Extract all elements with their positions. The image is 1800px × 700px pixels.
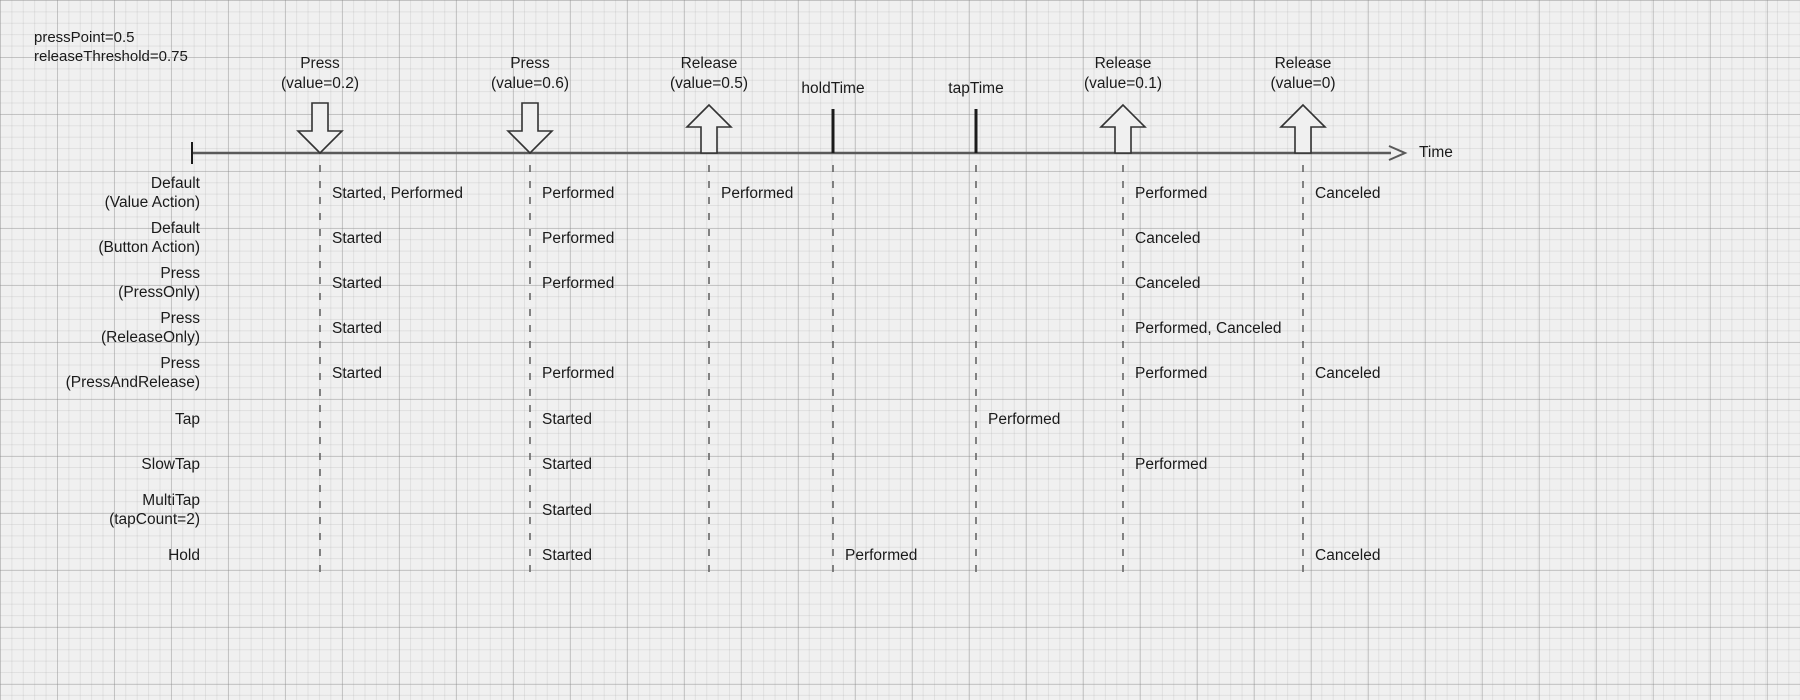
row-sublabel-7: (tapCount=2) [109,511,200,528]
event-value-release-2: (value=0.1) [1084,75,1162,92]
phase-press-2-row-6: Started [542,456,592,473]
row-label-7: MultiTap [142,492,200,509]
row-label-3: Press [160,310,200,327]
phase-press-1-row-0: Started, Performed [332,185,463,202]
phase-press-2-row-8: Started [542,547,592,564]
press-arrow-2 [506,102,554,155]
row-sublabel-2: (PressOnly) [118,284,200,301]
event-value-release-1: (value=0.5) [670,75,748,92]
event-label-press-2: Press [510,55,550,72]
phase-tap-time-row-5: Performed [988,411,1061,428]
row-label-5: Tap [175,411,200,428]
phase-hold-time-row-8: Performed [845,547,918,564]
event-label-hold-time: holdTime [801,80,865,97]
phase-release-2-row-0: Performed [1135,185,1208,202]
release-arrow-7 [1279,103,1327,154]
phase-release-3-row-8: Canceled [1315,547,1381,564]
event-label-release-1: Release [680,55,738,72]
row-label-6: SlowTap [141,456,200,473]
phase-press-2-row-0: Performed [542,185,615,202]
release-threshold-note: releaseThreshold=0.75 [34,48,188,65]
phase-press-2-row-5: Started [542,411,592,428]
row-label-8: Hold [168,547,200,564]
event-value-press-2: (value=0.6) [491,75,569,92]
phase-release-1-row-0: Performed [721,185,794,202]
phase-press-2-row-2: Performed [542,275,615,292]
phase-press-2-row-4: Performed [542,365,615,382]
event-value-release-3: (value=0) [1270,75,1336,92]
phase-release-2-row-4: Performed [1135,365,1208,382]
row-label-1: Default [150,220,200,237]
row-label-0: Default [150,175,200,192]
press-arrow-1 [296,102,344,155]
release-arrow-6 [1099,103,1147,154]
event-label-tap-time: tapTime [948,80,1004,97]
phase-press-1-row-1: Started [332,230,382,247]
phase-release-3-row-0: Canceled [1315,185,1381,202]
phase-release-3-row-4: Canceled [1315,365,1381,382]
event-label-press-1: Press [300,55,340,72]
phase-press-1-row-4: Started [332,365,382,382]
phase-release-2-row-2: Canceled [1135,275,1201,292]
time-axis-arrowhead [1388,145,1408,161]
event-label-release-2: Release [1094,55,1152,72]
phase-release-2-row-1: Canceled [1135,230,1201,247]
time-axis-label: Time [1419,144,1453,161]
press-point-note: pressPoint=0.5 [34,29,135,46]
release-arrow-3 [685,103,733,154]
row-sublabel-1: (Button Action) [98,239,200,256]
phase-release-2-row-3: Performed, Canceled [1135,320,1282,337]
row-sublabel-3: (ReleaseOnly) [100,329,200,346]
event-value-press-1: (value=0.2) [281,75,359,92]
event-label-release-3: Release [1274,55,1332,72]
phase-press-1-row-3: Started [332,320,382,337]
phase-press-1-row-2: Started [332,275,382,292]
row-label-4: Press [160,355,200,372]
phase-press-2-row-1: Performed [542,230,615,247]
row-label-2: Press [160,265,200,282]
phase-press-2-row-7: Started [542,502,592,519]
row-sublabel-0: (Value Action) [104,194,200,211]
row-sublabel-4: (PressAndRelease) [65,374,200,391]
phase-release-2-row-6: Performed [1135,456,1208,473]
